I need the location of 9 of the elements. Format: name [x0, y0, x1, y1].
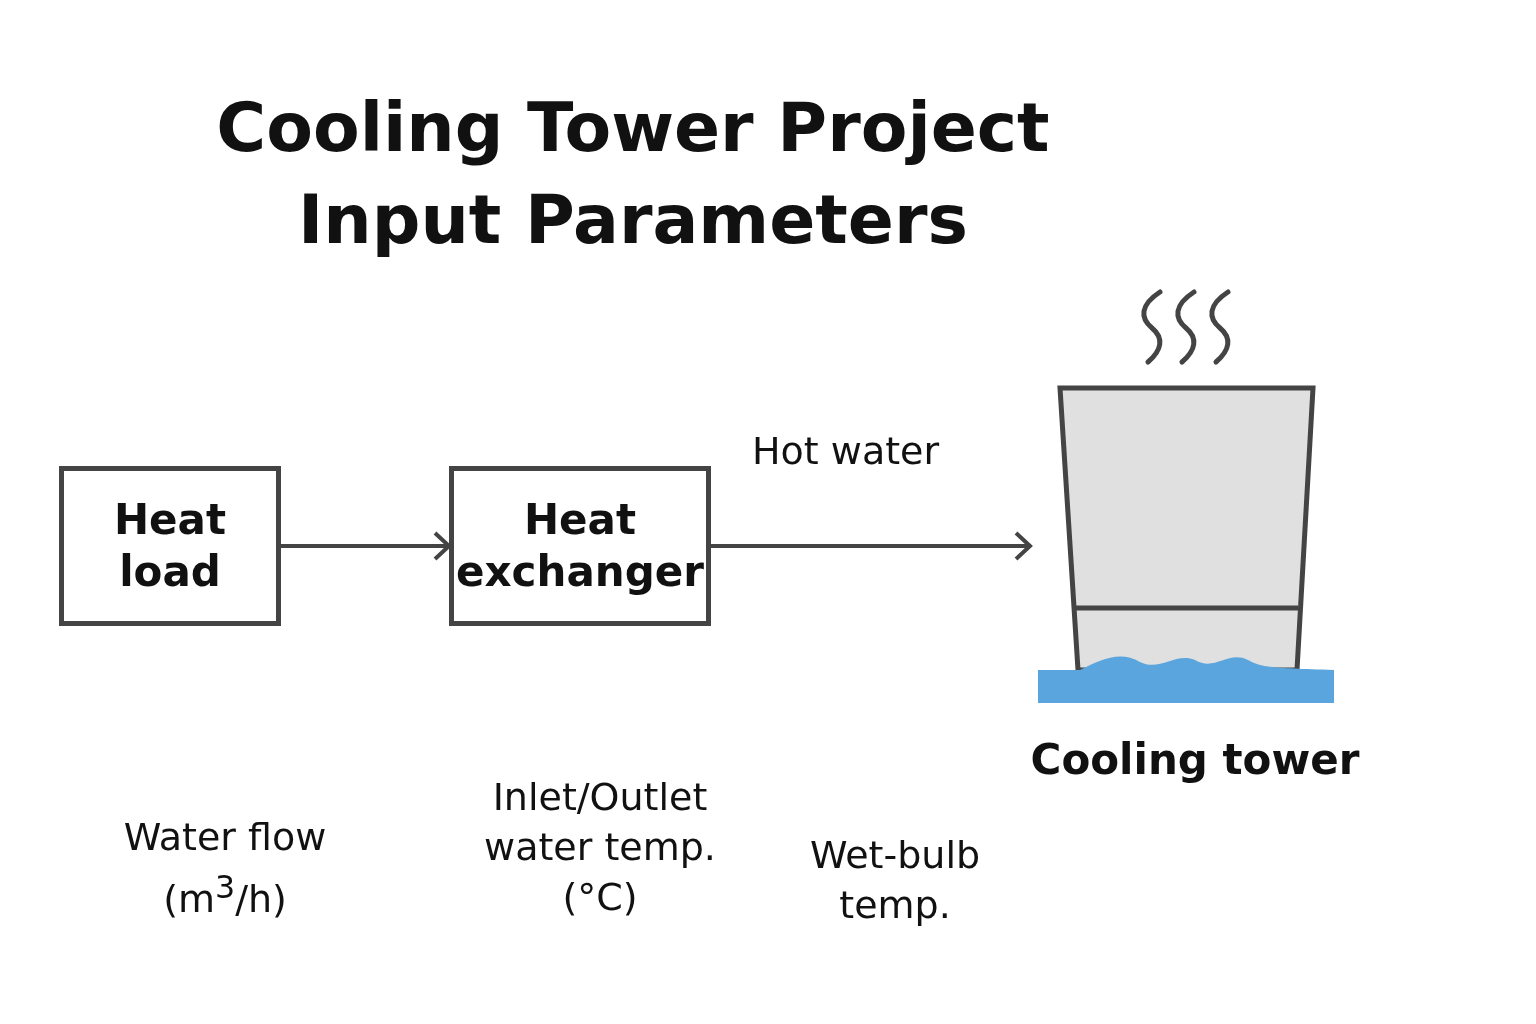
arrow: [281, 531, 451, 561]
node-label: Cooling tower: [1030, 734, 1360, 786]
parameter-label: Inlet/Outlet water temp. (°C): [483, 774, 717, 921]
diagram-title: Cooling Tower Project Input Parameters: [215, 87, 1051, 261]
arrow: [711, 531, 1032, 561]
parameter-label: Water flow (m$^{3}$/h): [122, 814, 328, 923]
parameter-label: Wet-bulb temp.: [808, 832, 982, 929]
process-box: Heat exchanger: [449, 466, 711, 626]
process-box: Heat load: [59, 466, 281, 626]
